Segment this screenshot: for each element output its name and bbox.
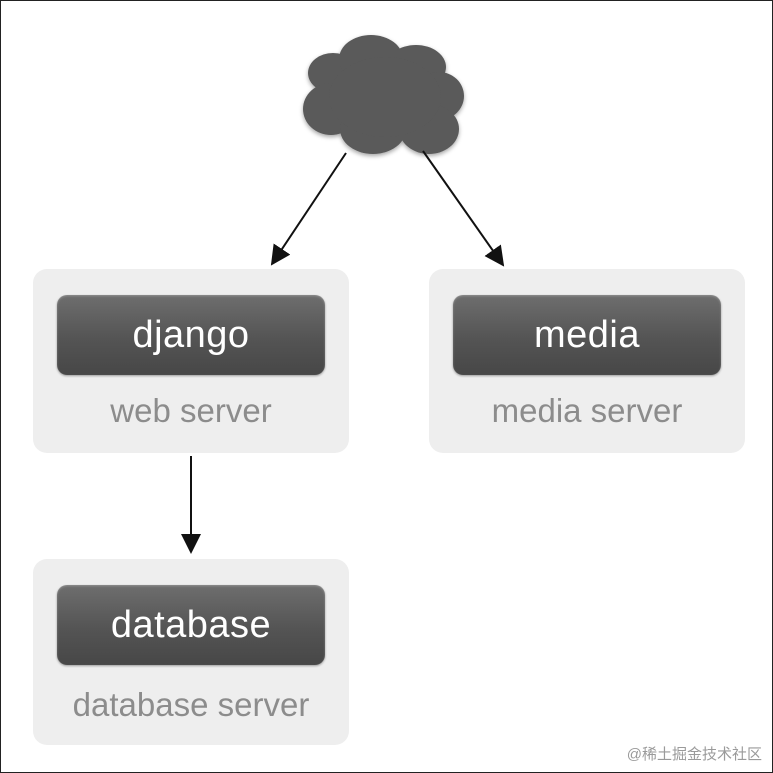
database-server-panel: database database server: [33, 559, 349, 745]
arrow-cloud-to-media: [422, 150, 505, 267]
watermark-text: @稀土掘金技术社区: [626, 746, 762, 763]
web-server-caption: web server: [110, 392, 272, 429]
media-server-caption: media server: [491, 392, 683, 429]
web-server-panel: django web server: [33, 269, 349, 453]
django-service-box: django: [57, 295, 325, 375]
media-server-panel: media media server: [429, 269, 745, 453]
arrow-cloud-to-web: [270, 152, 347, 266]
cloud-icon: [303, 35, 464, 154]
database-server-caption: database server: [72, 686, 310, 723]
media-service-box: media: [453, 295, 721, 375]
database-service-box: database: [57, 585, 325, 665]
